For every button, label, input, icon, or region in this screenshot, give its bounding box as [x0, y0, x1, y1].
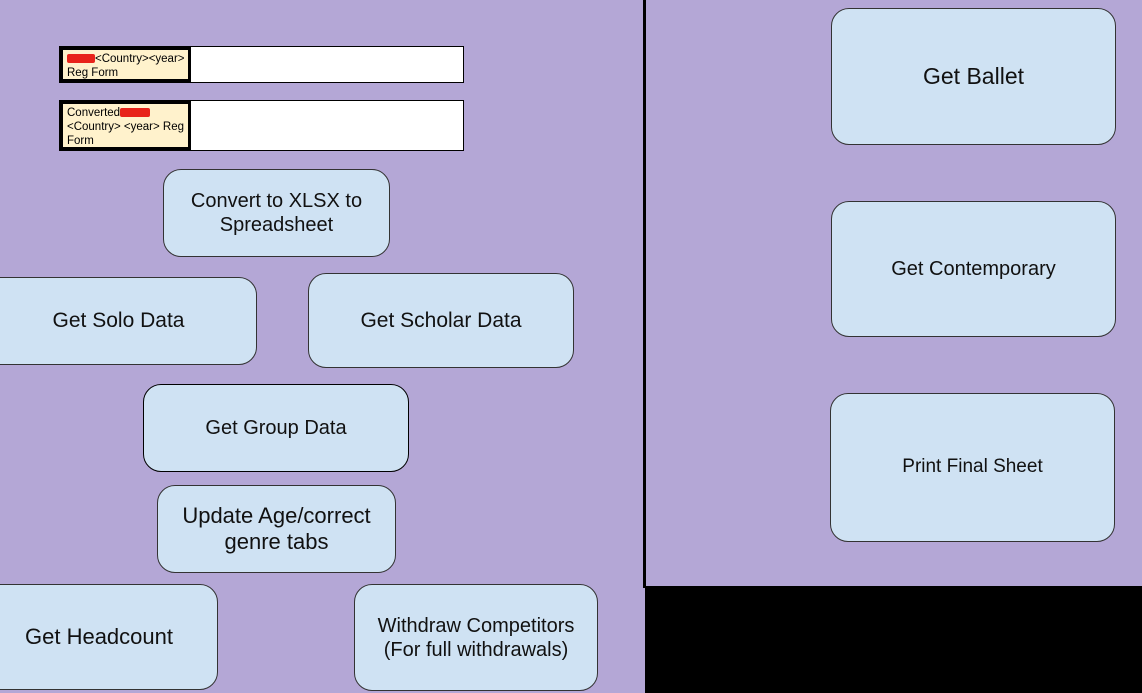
get-ballet-button[interactable]: Get Ballet: [831, 8, 1116, 145]
vertical-divider: [643, 0, 646, 588]
reg-form-label: <Country><year> Reg Form: [60, 47, 191, 82]
converted-reg-form-field: Converted <Country> <year> Reg Form: [59, 100, 464, 151]
withdraw-competitors-button[interactable]: Withdraw Competitors (For full withdrawa…: [354, 584, 598, 691]
convert-xlsx-button[interactable]: Convert to XLSX to Spreadsheet: [163, 169, 390, 257]
redaction-mark: [67, 54, 95, 64]
converted-prefix: Converted: [67, 107, 121, 119]
reg-form-input[interactable]: [191, 47, 463, 82]
get-group-data-button[interactable]: Get Group Data: [143, 384, 409, 472]
get-contemporary-button[interactable]: Get Contemporary: [831, 201, 1116, 337]
converted-reg-form-label: Converted <Country> <year> Reg Form: [60, 101, 191, 150]
get-solo-data-button[interactable]: Get Solo Data: [0, 277, 257, 365]
converted-reg-form-input[interactable]: [191, 101, 463, 150]
redaction-mark: [120, 108, 151, 118]
get-headcount-button[interactable]: Get Headcount: [0, 584, 218, 690]
empty-black-region: [645, 586, 1142, 693]
update-age-button[interactable]: Update Age/correct genre tabs: [157, 485, 396, 573]
reg-form-label-text: <Country><year> Reg Form: [67, 53, 185, 79]
print-final-sheet-button[interactable]: Print Final Sheet: [830, 393, 1115, 542]
reg-form-field: <Country><year> Reg Form: [59, 46, 464, 83]
converted-reg-form-label-text: <Country> <year> Reg Form: [67, 121, 184, 147]
get-scholar-data-button[interactable]: Get Scholar Data: [308, 273, 574, 368]
